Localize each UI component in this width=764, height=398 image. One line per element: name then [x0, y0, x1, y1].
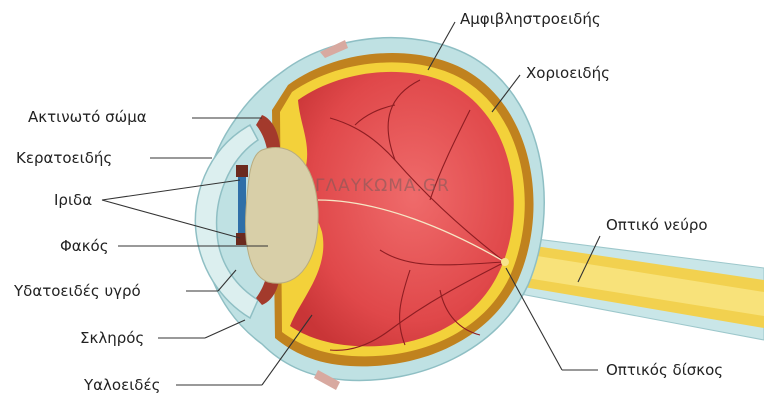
leader-sclera-2	[205, 320, 245, 338]
label-optic-disc: Οπτικός δίσκος	[606, 361, 723, 379]
label-retina: Αμφιβληστροειδής	[460, 10, 601, 28]
label-choroid: Χοριοειδής	[526, 64, 610, 82]
label-cornea: Κερατοειδής	[16, 149, 112, 167]
label-vitreous: Υαλοειδές	[84, 376, 160, 394]
label-iris: Ιριδα	[54, 191, 92, 209]
lens-shape	[246, 148, 319, 284]
label-ciliary-body: Ακτινωτό σώμα	[28, 108, 147, 126]
label-optic-nerve: Οπτικό νεύρο	[606, 216, 708, 234]
label-sclera: Σκληρός	[80, 329, 144, 347]
label-lens: Φακός	[60, 237, 109, 255]
optic-disc-shape	[501, 258, 509, 266]
label-aqueous-humor: Υδατοειδές υγρό	[14, 282, 141, 300]
watermark-text: ΓΛΑΥΚΩΜΑ.GR	[315, 176, 450, 196]
